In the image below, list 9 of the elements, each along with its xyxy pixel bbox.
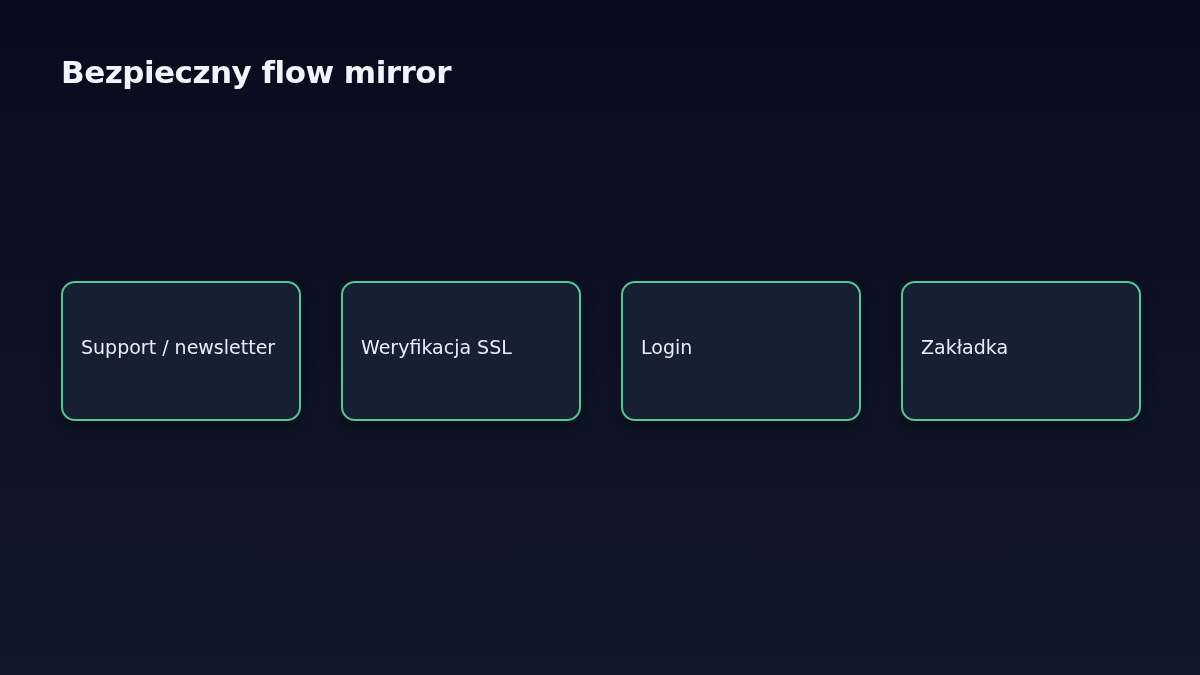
process-box xyxy=(61,281,301,421)
box-label: Weryfikacja SSL xyxy=(361,335,512,359)
process-box xyxy=(341,281,581,421)
box-label: Login xyxy=(641,335,693,359)
box-label: Support / newsletter xyxy=(81,335,276,359)
process-box xyxy=(621,281,861,421)
diagram-title: Bezpieczny flow mirror xyxy=(61,54,451,90)
process-box xyxy=(901,281,1141,421)
box-label: Zakładka xyxy=(921,335,1009,359)
